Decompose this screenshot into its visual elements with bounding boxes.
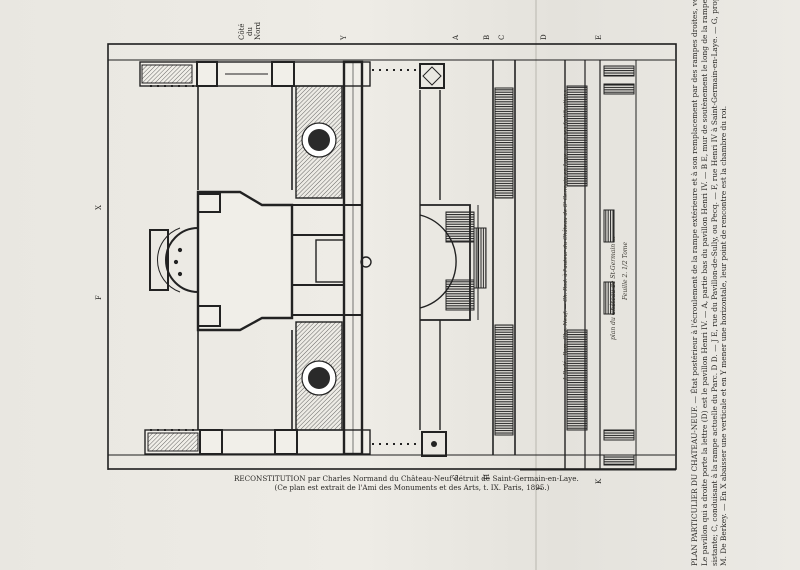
reconstitution-line-2: (Ce plan est extrait de l'Ami des Monume…	[274, 483, 550, 492]
letter-e: E	[595, 34, 603, 40]
south-wing	[144, 429, 447, 457]
reconstitution-caption: RECONSTITUTION par Charles Normand du Ch…	[234, 474, 579, 492]
letter-a: A	[452, 34, 460, 40]
compass-word-3: Nord	[254, 21, 262, 40]
parterre-north	[295, 85, 343, 199]
letter-c: C	[498, 34, 506, 40]
legend-line-1: PLAN PARTICULIER DU CHATEAU-NEUF. — État…	[690, 0, 699, 566]
terraces-and-stairs	[419, 60, 516, 455]
legend-line-3: sistante; C, conduisant à la rampe actue…	[709, 0, 719, 566]
dotted-walks	[150, 69, 420, 445]
handwritten-line-1: J. Rodé : Rom. Cha. Neuf. — Ch. Rod. à l…	[563, 90, 569, 380]
letter-y: Y	[340, 35, 348, 40]
letter-k: K	[595, 478, 603, 484]
lower-terrace-panel	[564, 60, 637, 470]
letter-f: F	[95, 295, 103, 300]
page-fold-line	[535, 0, 537, 570]
north-wing	[139, 61, 445, 89]
letter-d: D	[540, 34, 548, 40]
left-courtyard	[197, 86, 293, 430]
central-pavilion	[149, 190, 372, 332]
letter-b: B	[483, 34, 491, 40]
legend-line-4: M. De Berkey. — En X abaisser une vertic…	[719, 105, 729, 566]
reconstitution-line-1: RECONSTITUTION par Charles Normand du Ch…	[234, 474, 579, 483]
handwritten-line-2: plan du Château de St-Germain ...	[610, 236, 617, 340]
handwritten-line-3: Feuille 2. 1/2 Tome	[622, 241, 629, 300]
legend-line-2: Le pavillon qui a droite porte la lettre…	[699, 0, 709, 566]
compass-word-2: du	[246, 27, 254, 36]
letter-x: X	[95, 205, 103, 210]
compass-word-1: Côté	[238, 23, 246, 40]
parterre-south	[295, 321, 343, 431]
